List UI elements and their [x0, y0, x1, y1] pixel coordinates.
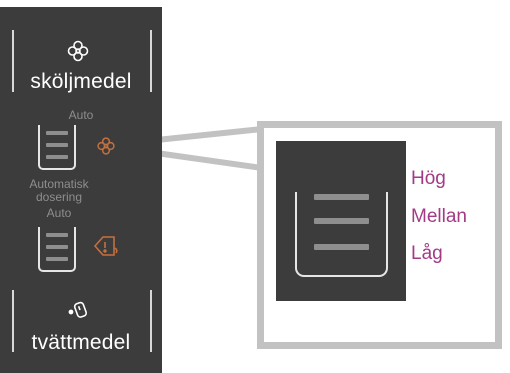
- auto-dosing-label-line2: dosering: [35, 190, 83, 204]
- detergent-label: tvättmedel: [31, 331, 131, 354]
- divider: [150, 290, 152, 352]
- rinse-aid-label: sköljmedel: [30, 70, 132, 93]
- auto-dosing-label-line1: Automatisk: [29, 177, 89, 191]
- level-high-label: Hög: [411, 168, 446, 189]
- divider: [12, 30, 14, 92]
- level-medium-label: Mellan: [411, 206, 467, 227]
- rinse-aid-level-indicator: [38, 125, 76, 170]
- auto-label-bottom: Auto: [46, 206, 72, 220]
- divider: [12, 290, 14, 352]
- control-panel: [0, 7, 162, 373]
- detergent-level-indicator: [38, 227, 76, 272]
- flower-icon: [67, 40, 89, 62]
- divider: [150, 30, 152, 92]
- zoomed-level-indicator: [295, 192, 388, 277]
- level-low-label: Låg: [411, 243, 443, 264]
- rinse-aid-flower-icon: [97, 137, 115, 155]
- warning-tag-icon: [93, 236, 118, 256]
- auto-label-top: Auto: [68, 108, 94, 122]
- bottle-icon: [68, 301, 88, 318]
